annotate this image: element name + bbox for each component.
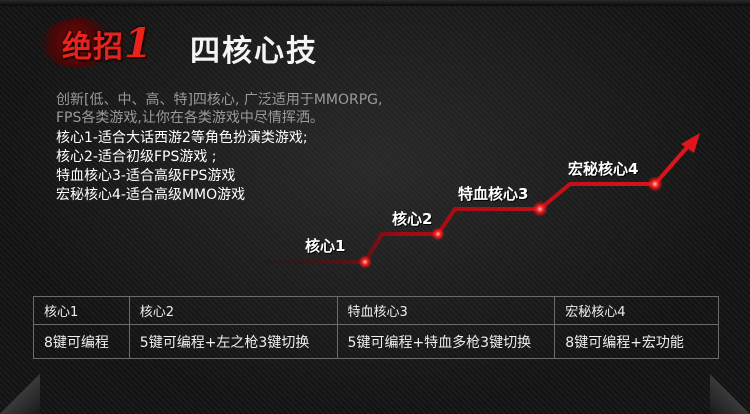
step-label: 特血核心3 <box>458 185 529 203</box>
core-list-item: 特血核心3-适合高级FPS游戏 <box>56 168 236 184</box>
brush-stroke-decoration <box>40 18 118 68</box>
step-label: 核心1 <box>305 237 346 255</box>
table-header-cell: 宏秘核心4 <box>554 296 719 325</box>
core-spec-table: 核心1 核心2 特血核心3 宏秘核心4 8键可编程 5键可编程+左之枪3键切换 … <box>33 296 719 359</box>
table-header-cell: 特血核心3 <box>336 296 556 325</box>
feature-subtitle: 四核心技 <box>190 34 318 69</box>
step-glow-dot <box>431 227 445 241</box>
corner-decoration <box>710 374 750 414</box>
step-label: 核心2 <box>392 210 433 228</box>
title-number: 1 <box>124 20 153 67</box>
step-label: 宏秘核心4 <box>568 160 639 178</box>
top-border <box>0 0 750 6</box>
core-list-item: 核心2-适合初级FPS游戏 ; <box>56 149 217 165</box>
table-header-cell: 核心2 <box>128 296 338 325</box>
step-glow-dot <box>647 176 663 192</box>
description-line: FPS各类游戏,让你在各类游戏中尽情挥洒。 <box>56 110 324 126</box>
table-cell: 8键可编程 <box>33 324 130 359</box>
core-list-item: 宏秘核心4-适合高级MMO游戏 <box>56 187 246 203</box>
table-header-cell: 核心1 <box>33 296 130 325</box>
core-list: 核心1-适合大话西游2等角色扮演类游戏; 核心2-适合初级FPS游戏 ; 特血核… <box>56 129 308 205</box>
arrow-head-icon <box>681 133 700 153</box>
step-glow-dot <box>358 255 372 269</box>
step-glow-dot <box>532 201 548 217</box>
table-cell: 8键可编程+宏功能 <box>554 324 719 359</box>
description: 创新[低、中、高、特]四核心, 广泛适用于MMORPG, FPS各类游戏,让你在… <box>56 91 382 127</box>
table-row: 8键可编程 5键可编程+左之枪3键切换 5键可编程+特血多枪3键切换 8键可编程… <box>33 324 719 359</box>
table-cell: 5键可编程+特血多枪3键切换 <box>336 324 556 359</box>
feature-title: 绝招1 <box>62 20 153 67</box>
staircase-line <box>250 142 692 264</box>
table-header-row: 核心1 核心2 特血核心3 宏秘核心4 <box>33 296 719 325</box>
corner-decoration <box>0 374 40 414</box>
table-cell: 5键可编程+左之枪3键切换 <box>128 324 338 359</box>
title-prefix: 绝招 <box>62 30 124 65</box>
core-list-item: 核心1-适合大话西游2等角色扮演类游戏; <box>56 130 308 146</box>
description-line: 创新[低、中、高、特]四核心, 广泛适用于MMORPG, <box>56 92 383 108</box>
